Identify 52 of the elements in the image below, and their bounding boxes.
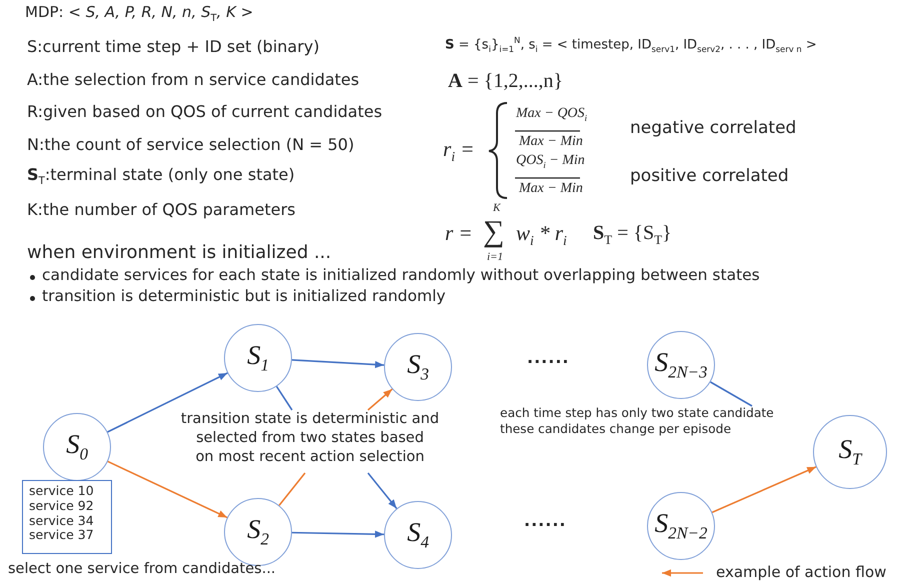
sum-sign: ∑ [483,215,504,248]
state-circle: S$_{0}$ [43,413,111,481]
formula: A = {1,2,...,n} [448,70,563,92]
case-label: positive correlated [630,167,789,186]
formula: MDP: < S, A, P, R, N, n, S$_{T}$, K > [25,4,254,25]
candidate-list-box [22,480,112,554]
bullet-text: transition is deterministic but is initialized randomly [42,288,446,306]
connector-line [710,381,752,407]
definition-text: K:the number of QOS parameters [27,201,296,219]
fraction-numerator: QOS$_{i}$ − Min [516,153,585,170]
definition-text: N:the count of service selection (N = 50) [27,136,354,154]
definition-text: R:given based on QOS of current candidates [27,103,382,121]
fraction-denominator: Max − Min [519,134,583,150]
arrow [107,460,228,518]
definition-text: S:current time step + ID set (binary) [27,38,320,56]
arrow [292,530,384,538]
state-circle: S$_{2N−3}$ [647,331,715,399]
formula: S$_{T}$ = {S$_{T}$} [593,222,672,248]
fraction-numerator: Max − QOS$_{i}$ [516,106,588,123]
state-circle: S$_{T}$ [813,415,887,489]
service-item: service 34 [29,514,95,528]
bullet-text: candidate services for each state is initialized randomly without overlapping between states [42,267,760,284]
ellipsis: ...... [524,512,566,530]
connector-line [278,472,306,506]
state-circle: S$_{3}$ [384,333,452,401]
note-text: each time step has only two state candidate these candidates change per episode [500,406,775,438]
formula: w$_{i}$ * r$_{i}$ [516,222,567,248]
service-item: service 92 [29,498,95,514]
service-item: service 10 [29,484,95,499]
service-item: service 37 [29,528,95,543]
ellipsis: ...... [527,349,570,367]
arrow [367,472,398,510]
arrow [367,388,393,411]
connector-line [276,386,293,410]
arrow [292,359,384,368]
state-circle: S$_{1}$ [224,324,292,392]
state-circle: S$_{2N−2}$ [647,492,715,560]
definition-text: S$_{T}$:terminal state (only one state) [27,166,295,188]
state-circle: S$_{4}$ [384,501,452,569]
legend-text: example of action flow [716,564,886,580]
case-label: negative correlated [630,119,796,138]
formula: r$_{i}$ = [443,138,474,164]
arrow [712,466,816,514]
arrow [107,372,228,433]
note-text: transition state is deterministic and selected from two states based on most recent action selection [180,410,440,467]
heading: when environment is initialized ... [27,243,332,263]
fraction-denominator: Max − Min [519,181,583,196]
formula: r = [445,222,473,246]
definition-text: A:the selection from n service candidates [27,71,360,89]
sum-limit: K [493,202,500,214]
formula: S = {s$_{i}$}$_{i=1}$$^{N}$, s$_{i}$ = < timestep, ID$_{serv1}$, ID$_{serv2}$, . . . , ID$_{serv n}$ > [445,36,817,54]
sum-limit: i=1 [487,251,503,264]
